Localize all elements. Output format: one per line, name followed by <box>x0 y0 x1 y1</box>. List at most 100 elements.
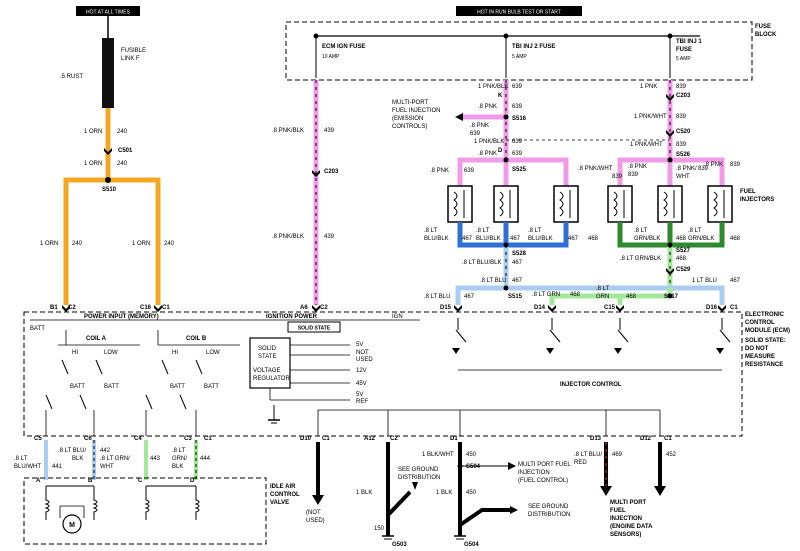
ecm-box: B1 C2 C16 C1 A6 C2 D15 D14 C15 D16 C1 BA… <box>23 305 790 437</box>
multiport-label-1: MULTI-PORT <box>392 100 428 106</box>
lt-blu-red-2: RED <box>574 460 587 466</box>
n468-4: 468 <box>676 236 687 242</box>
lt-blu-blk-1: .8 LT BLU/ <box>58 448 86 454</box>
conn-d15: D15 <box>440 305 452 311</box>
lt-grn-a-label: .8 LT GRN <box>532 292 560 298</box>
blk-1b-label: 1 BLK <box>436 490 452 496</box>
conn-c1a: C1 <box>162 305 170 311</box>
pnkwht-8-label: .8 PNK/WHT <box>578 166 613 172</box>
orn-left-label: 1 ORN <box>40 241 58 247</box>
inj1-wire-1: .8 LT <box>424 228 438 234</box>
pin-d: D <box>190 478 195 484</box>
conn-d1: D1 <box>450 436 458 442</box>
n150-label: 150 <box>374 526 385 532</box>
coil-a-hi: HI <box>72 350 78 356</box>
see-ground-2: DISTRIBUTION <box>398 475 440 481</box>
lt-blu-blk-label: .8 LT BLU/BLK <box>462 260 501 266</box>
ecm-title-5: DO NOT <box>745 346 769 352</box>
g504-label: G504 <box>464 542 479 548</box>
multiport-eng-3: INJECTION <box>610 516 642 522</box>
tbi-inj1-fuse-label-1: TBI INJ 1 <box>676 39 702 45</box>
multiport-label-3: (EMISSION <box>392 116 423 122</box>
orn-240-label-1: 240 <box>117 129 128 135</box>
tbi-inj1-fuse-rating: 5 AMP <box>676 56 691 62</box>
fusible-link-label-1: FUSIBLE <box>121 48 146 54</box>
output-used: USED <box>356 357 373 363</box>
d-label: D <box>498 148 503 154</box>
solid-state-label-1: SOLID <box>258 346 277 352</box>
rust-wire-label: .5 RUST <box>60 74 83 80</box>
fusible-link: FUSIBLE LINK F .5 RUST <box>60 38 146 108</box>
ecm-ign-fuse-rating: 10 AMP <box>322 54 340 60</box>
tbi1-pnkwht2-label: 1 PNK/WHT <box>630 142 663 148</box>
ecm-ign-fuse-label: ECM IGN FUSE <box>322 44 365 50</box>
tbi-inj1-pink-wires: 1 PNK 839 C203 1 PNK/WHT 839 C520 1 PNK/… <box>506 80 774 203</box>
coil-b-batt-1: BATT <box>170 384 185 390</box>
orn-wire-label-2: 1 ORN <box>84 161 102 167</box>
voltage-reg-label-1: VOLTAGE <box>253 368 280 374</box>
pnk-8f-label: .8 PNK <box>704 162 723 168</box>
iac-label-3: VALVE <box>270 500 289 506</box>
n639-b-label: 639 <box>470 131 481 137</box>
n839g-label: 839 <box>730 162 741 168</box>
inj4-wire-1: .8 LT <box>634 228 648 234</box>
injector-1 <box>447 185 473 223</box>
tbi-inj2-fuse-label: TBI INJ 2 FUSE <box>512 44 555 50</box>
lt-grn-blk-3: BLK <box>172 464 183 470</box>
lt-blu-label: .8 LT BLU <box>480 278 506 284</box>
pnk-blk-label-1: .8 PNK/BLK <box>272 128 304 134</box>
conn-c2: C2 <box>390 436 398 442</box>
n839b-label: 839 <box>676 114 687 120</box>
s510-label: S510 <box>102 187 117 193</box>
injector-control-label: INJECTOR CONTROL <box>560 382 622 388</box>
lt-blu-red-1: .8 LT BLU/ <box>574 452 602 458</box>
s515-label: S515 <box>508 294 523 300</box>
coil-b-hi: HI <box>172 350 178 356</box>
n467-b: 467 <box>512 278 523 284</box>
n439-label-1: 439 <box>324 128 335 134</box>
conn-c1d: C1 <box>322 436 330 442</box>
conn-c5: C5 <box>34 436 42 442</box>
n439-label-2: 439 <box>324 234 335 240</box>
lt-blu-wht-1: .8 LT <box>14 456 28 462</box>
multiport-eng-2: FUEL <box>610 508 626 514</box>
iac-label-1: IDLE AIR <box>270 484 296 490</box>
fusible-link-label-2: LINK F <box>121 56 140 62</box>
injector-5 <box>553 185 579 223</box>
inj1-wire-2: BLU/BLK <box>424 236 449 242</box>
conn-c2a: C2 <box>68 305 76 311</box>
n639-c-label: 639 <box>512 139 523 145</box>
tbi-inj1-fuse-label-2: FUSE <box>676 47 692 53</box>
orn-right-num: 240 <box>164 241 175 247</box>
inj3-wire-1: .8 LT <box>476 228 490 234</box>
multiport-label-2: FUEL INJECTION <box>392 108 440 114</box>
orn-wire-label-1: 1 ORN <box>84 129 102 135</box>
multiport-label-4: CONTROLS) <box>392 124 427 130</box>
coil-b-label: COIL B <box>186 336 207 342</box>
n839-label: 839 <box>676 84 687 90</box>
coil-b-batt-2: BATT <box>204 384 219 390</box>
lt-grn-b-2: GRN <box>596 294 609 300</box>
c203-label: C203 <box>324 169 339 175</box>
svg-text:M: M <box>69 522 75 529</box>
n839e-label: 839 <box>628 172 639 178</box>
multiport-eng-1: MULTI PORT <box>610 500 647 506</box>
n639-top-label: 639 <box>512 84 523 90</box>
n839f-label: 839 <box>698 166 709 172</box>
tbi1-pnk-label: 1 PNK <box>640 84 657 90</box>
tbi1-pnkwht-label: 1 PNK/WHT <box>634 114 667 120</box>
pnk-1-top-label: 1 PNK/BLK <box>478 84 508 90</box>
ignition-power-label: IGNITION POWER <box>266 314 318 320</box>
lt-blu-wht-2: BLU/WHT <box>14 464 41 470</box>
injector-bank <box>447 185 733 223</box>
orange-wires: 1 ORN 240 C501 1 ORN 240 S510 1 ORN 240 … <box>40 108 175 305</box>
conn-d13: D13 <box>590 436 602 442</box>
pnk-8e-label: .8 PNK <box>628 164 647 170</box>
blk-1-label: 1 BLK <box>356 490 372 496</box>
iac-label-2: CONTROL <box>270 492 300 498</box>
inj5-wire-2: BLU/BLK <box>528 236 553 242</box>
tbi-inj2-pink-wires: 1 PNK/BLK 639 K .8 PNK 639 S516 MULTI-PO… <box>392 80 569 200</box>
s504-label: S504 <box>466 464 481 470</box>
iac-section: C5 C6 C4 C3 C1 .8 LT BLU/WHT 441 .8 LT B… <box>14 436 300 545</box>
